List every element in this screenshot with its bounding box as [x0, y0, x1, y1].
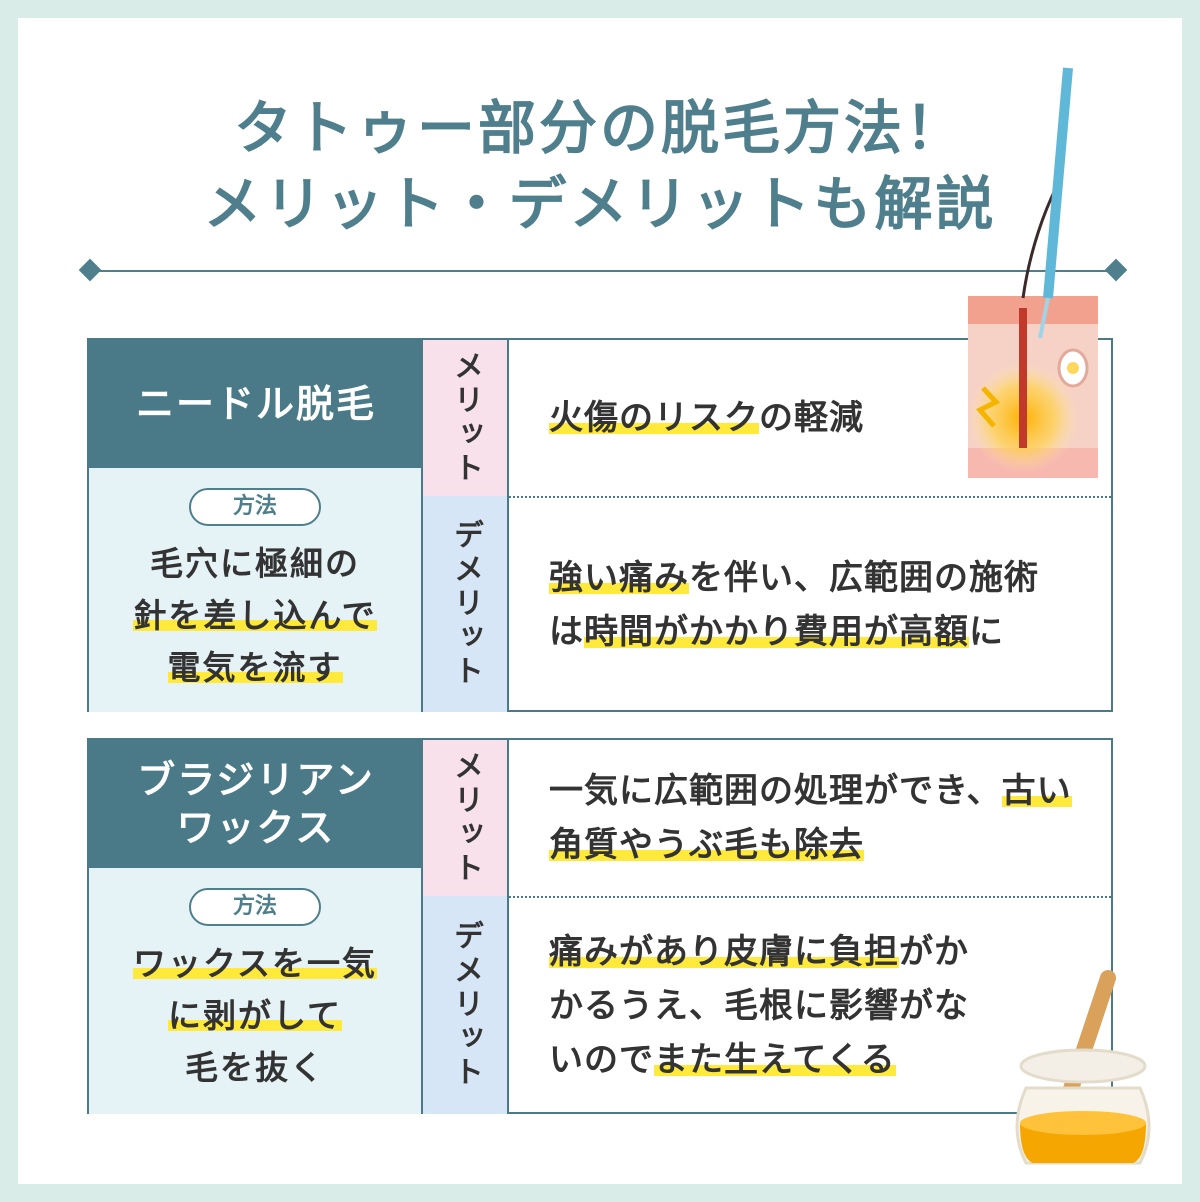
method-pill: 方法 — [189, 488, 321, 526]
method-name-wax: ブラジリアン ワックス — [89, 740, 423, 868]
merit-highlight: 火傷のリスク — [549, 398, 759, 438]
method-description-wax: 方法 ワックスを一気 に剥がして 毛を抜く — [89, 868, 423, 1114]
demerit-rest: に — [969, 612, 1004, 652]
needle-skin-illustration — [968, 67, 1098, 478]
merit-rest: の軽減 — [759, 398, 864, 438]
method-line-highlight: 電気を流す — [167, 648, 343, 687]
needle-section: ニードル脱毛 方法 毛穴に極細の 針を差し込んで 電気を流す メリット デメリッ… — [87, 338, 1113, 712]
demerit-tag: デメリット — [423, 496, 509, 712]
merit-tag: メリット — [423, 340, 509, 496]
merit-tag: メリット — [423, 740, 509, 896]
method-name-line: ブラジリアン — [137, 758, 375, 802]
method-line: 毛穴に極細の — [150, 544, 360, 583]
method-pill: 方法 — [189, 888, 321, 926]
method-line-highlight: 針を差し込んで — [133, 596, 377, 635]
demerit-rest: がかかるうえ、毛根に影響がないので — [549, 932, 969, 1080]
merit-text: 火傷のリスクの軽減 — [509, 340, 1111, 496]
merit-plain: 一気に広範囲の処理ができ、 — [549, 771, 1002, 811]
demerit-highlight: 時間がかかり費用が高額 — [584, 612, 969, 652]
demerit-highlight: また生えてくる — [654, 1040, 896, 1080]
title-line-1: タトゥー部分の脱毛方法！ — [233, 94, 966, 162]
demerit-rest: を伴い、広範囲の施術は — [549, 558, 1039, 652]
method-line-highlight: に剥がして — [167, 996, 342, 1035]
method-description-needle: 方法 毛穴に極細の 針を差し込んで 電気を流す — [89, 468, 423, 712]
method-text: 毛穴に極細の 針を差し込んで 電気を流す — [89, 538, 421, 694]
divider-diamond-left — [78, 258, 102, 282]
dotted-separator — [509, 896, 1111, 898]
wax-section: ブラジリアン ワックス 方法 ワックスを一気 に剥がして 毛を抜く メリット デ… — [87, 738, 1113, 1114]
demerit-highlight: 強い痛み — [549, 558, 689, 598]
method-line: 毛を抜く — [185, 1048, 325, 1087]
title-divider — [90, 270, 1116, 272]
demerit-text: 強い痛みを伴い、広範囲の施術は時間がかかり費用が高額に — [509, 498, 1111, 712]
title-line-2: メリット・デメリットも解説 — [203, 170, 997, 238]
method-text: ワックスを一気 に剥がして 毛を抜く — [89, 938, 421, 1094]
method-name-needle: ニードル脱毛 — [89, 340, 423, 468]
demerit-text: 痛みがあり皮膚に負担がかかるうえ、毛根に影響がないのでまた生えてくる — [509, 898, 1111, 1114]
wax-jar-illustration — [1015, 970, 1151, 1165]
infographic-card: タトゥー部分の脱毛方法！ メリット・デメリットも解説 ニードル脱毛 方法 毛穴に… — [18, 18, 1182, 1184]
demerit-tag: デメリット — [423, 896, 509, 1114]
method-line-highlight: ワックスを一気 — [132, 944, 377, 983]
dotted-separator — [509, 496, 1111, 498]
demerit-highlight: 痛みがあり皮膚に負担 — [549, 932, 899, 972]
page-title: タトゥー部分の脱毛方法！ メリット・デメリットも解説 — [18, 90, 1182, 242]
method-name-line: ワックス — [176, 806, 336, 850]
merit-text: 一気に広範囲の処理ができ、古い角質やうぶ毛も除去 — [509, 740, 1111, 896]
